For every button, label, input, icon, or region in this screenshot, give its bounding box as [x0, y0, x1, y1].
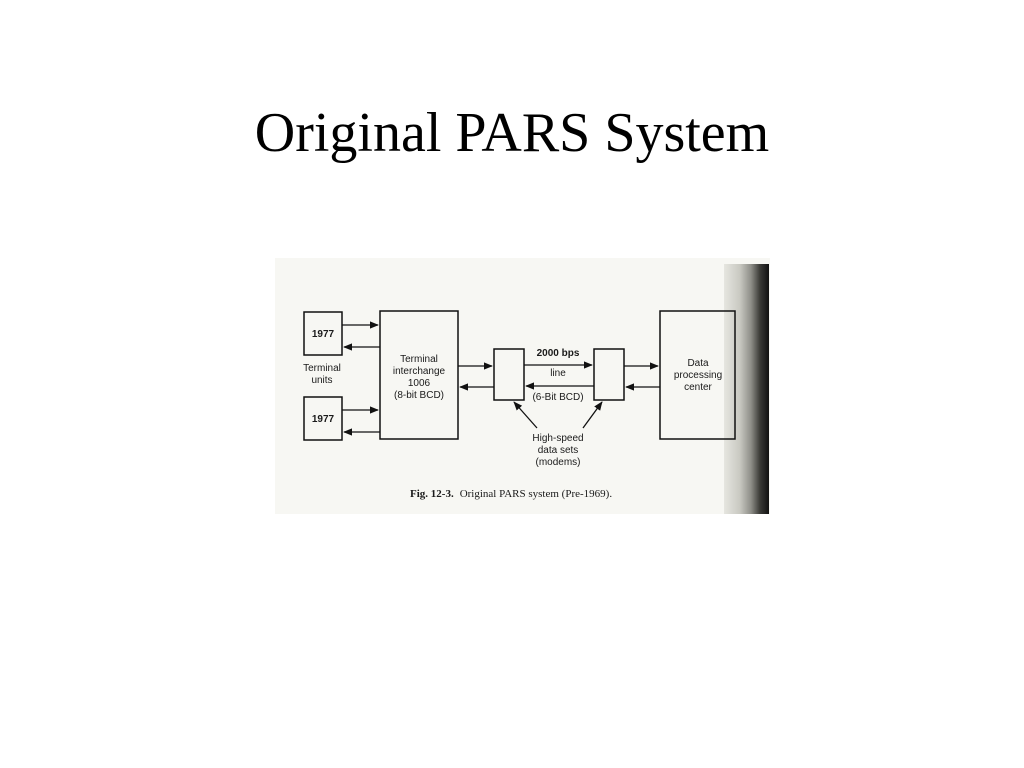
line-code-label: (6-Bit BCD) — [532, 392, 583, 403]
center-label-line2: processing — [674, 370, 722, 381]
caption-text: Original PARS system (Pre-1969). — [460, 488, 613, 500]
terminal-interchange-box — [379, 310, 459, 440]
interchange-label-line3: 1006 — [408, 378, 431, 389]
caption-figure-number: Fig. 12-3. — [410, 488, 454, 500]
scan-page-edge — [724, 264, 769, 514]
interchange-label-line2: interchange — [393, 366, 446, 377]
terminal-unit-box-top — [303, 311, 343, 356]
terminal-units-label-line1: Terminal — [303, 363, 341, 374]
figure-caption: Fig. 12-3. Original PARS system (Pre-1969… — [410, 488, 612, 500]
center-label-line3: center — [684, 382, 712, 393]
diagram-figure — [275, 258, 770, 514]
data-processing-center-box — [659, 310, 736, 440]
modem-left-box — [493, 348, 525, 401]
line-label-line2: line — [550, 368, 566, 379]
modems-label-line1: High-speed — [532, 433, 583, 444]
line-label-line1: 2000 bps — [537, 348, 580, 359]
interchange-label-line1: Terminal — [400, 354, 438, 365]
slide-title: Original PARS System — [254, 102, 770, 164]
terminal-units-label-line2: units — [311, 375, 332, 386]
center-label-line1: Data — [687, 358, 709, 369]
leader-to-modem-right — [582, 401, 603, 429]
modems-label-line3: (modems) — [535, 457, 580, 468]
modem-right-box — [593, 348, 625, 401]
terminal-unit-top-label: 1977 — [312, 329, 335, 340]
terminal-unit-box-bottom — [303, 396, 343, 441]
leader-to-modem-left — [513, 401, 538, 429]
interchange-label-line4: (8-bit BCD) — [394, 390, 444, 401]
terminal-unit-bottom-label: 1977 — [312, 414, 335, 425]
modems-label-line2: data sets — [538, 445, 579, 456]
